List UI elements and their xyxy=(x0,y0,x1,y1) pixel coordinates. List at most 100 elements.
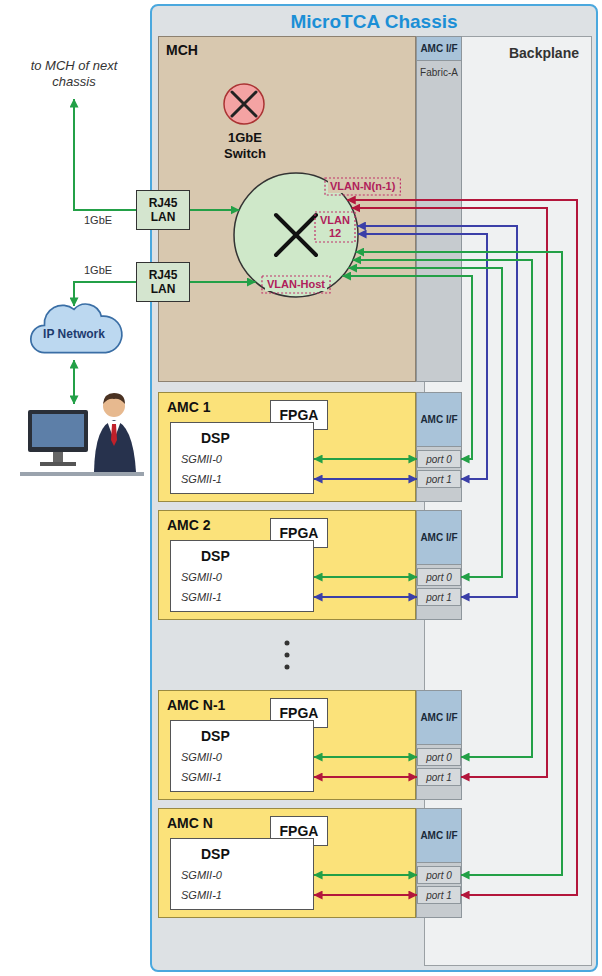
node-label: SGMII-1 xyxy=(171,885,313,905)
dsp-chip: DSPSGMII-0SGMII-1 xyxy=(170,720,314,792)
dsp-chip: DSPSGMII-0SGMII-1 xyxy=(170,540,314,612)
node-label: port 0 xyxy=(426,572,452,583)
vlan-name: VLAN-Host xyxy=(265,278,327,291)
node-label: IP Network xyxy=(43,327,105,341)
label-anchor: VLAN 12 xyxy=(318,214,352,240)
destination-note: to MCH of next chassis xyxy=(22,58,126,90)
node-label: DSP xyxy=(171,541,313,567)
port-cell: port 1 xyxy=(417,886,461,904)
switch-cross xyxy=(276,215,316,255)
node-label: FPGA xyxy=(280,823,319,839)
port-cell: port 1 xyxy=(417,588,461,606)
link-wire xyxy=(190,281,256,283)
node-label: RJ45 LAN xyxy=(137,268,189,296)
link-wire xyxy=(190,209,239,211)
user-link-wire xyxy=(73,360,75,404)
port-cell: port 0 xyxy=(417,568,461,586)
node-label: DSP xyxy=(171,721,313,747)
node-label: DSP xyxy=(171,423,313,449)
node-label: SGMII-0 xyxy=(171,747,313,767)
label-anchor: to MCH of next chassis xyxy=(22,58,126,90)
node-label: SGMII-1 xyxy=(171,587,313,607)
link-wire xyxy=(352,208,547,777)
dsp-chip: DSPSGMII-0SGMII-1 xyxy=(170,422,314,494)
ethernet-switch: 1GbE Switch xyxy=(200,128,360,298)
node-label: AMC I/F xyxy=(417,393,461,447)
amc-interface: AMC I/F port 0 port 1 xyxy=(416,690,462,800)
node-label: port 1 xyxy=(426,772,452,783)
node-label: port 1 xyxy=(426,592,452,603)
label-anchor: VLAN-Host xyxy=(258,278,334,291)
node-label: RJ45 LAN xyxy=(137,196,189,224)
port-cell: port 1 xyxy=(417,768,461,786)
node-label: SGMII-0 xyxy=(171,865,313,885)
label-anchor: 1GbE xyxy=(84,214,124,226)
node-label: SGMII-0 xyxy=(171,567,313,587)
uplink-wire xyxy=(74,99,136,210)
node-label: FPGA xyxy=(280,407,319,423)
link-speed: 1GbE xyxy=(84,264,112,276)
link-wire xyxy=(314,596,417,598)
user-at-computer xyxy=(20,393,144,476)
node-label: AMC I/F xyxy=(417,511,461,565)
link-wire xyxy=(314,776,417,778)
node-label: Fabric-A xyxy=(417,61,461,78)
link-wire xyxy=(74,282,136,306)
amc-interface: AMC I/F port 0 port 1 xyxy=(416,510,462,620)
link-wire xyxy=(343,276,472,459)
link-wire xyxy=(314,756,417,758)
port-cell: port 0 xyxy=(417,450,461,468)
link-wire xyxy=(353,260,532,757)
network-cloud: IP Network xyxy=(24,298,124,364)
rj45-port: RJ45 LAN xyxy=(136,190,190,230)
link-wire xyxy=(314,576,417,578)
link-wire xyxy=(314,458,417,460)
vlan-outline xyxy=(325,178,400,195)
link-wire xyxy=(357,226,517,597)
dsp-chip: DSPSGMII-0SGMII-1 xyxy=(170,838,314,910)
chassis-frame: MicroTCA ChassisBackplaneMCHRJ45 LANRJ45… xyxy=(150,4,598,972)
crossbar-symbol xyxy=(224,84,264,124)
vlan-outline xyxy=(315,212,355,242)
node-label: DSP xyxy=(171,839,313,865)
link-wire xyxy=(358,234,487,479)
node-label: port 0 xyxy=(426,752,452,763)
vlan-name: VLAN-N(n-1) xyxy=(328,180,397,193)
node-label: port 0 xyxy=(426,454,452,465)
node-label: port 0 xyxy=(426,870,452,881)
node-label: port 1 xyxy=(426,474,452,485)
node-label: AMC I/F xyxy=(417,691,461,745)
amc-module: AMC N-1FPGADSPSGMII-0SGMII-1AMC I/Fport … xyxy=(158,690,416,800)
node-label: SGMII-1 xyxy=(171,469,313,489)
node-label: MCH xyxy=(159,37,415,63)
link-wire xyxy=(314,478,417,480)
node-label: SGMII-0 xyxy=(171,449,313,469)
node-label: FPGA xyxy=(280,705,319,721)
switch-circle xyxy=(200,128,360,298)
link-wire xyxy=(356,252,562,875)
node-label: MicroTCA Chassis xyxy=(152,6,596,33)
label-anchor: VLAN-N(n-1) xyxy=(328,180,408,193)
vlan-name: VLAN 12 xyxy=(318,214,352,240)
node-label: AMC I/F xyxy=(417,809,461,863)
node-label: FPGA xyxy=(280,525,319,541)
amc-module: AMC NFPGADSPSGMII-0SGMII-1AMC I/Fport 0p… xyxy=(158,808,416,918)
amc-interface: AMC I/F port 0 port 1 xyxy=(416,392,462,502)
link-wire xyxy=(347,200,577,895)
amc-module: AMC 2FPGADSPSGMII-0SGMII-1AMC I/Fport 0p… xyxy=(158,510,416,620)
link-wire xyxy=(314,894,417,896)
port-cell: port 1 xyxy=(417,470,461,488)
link-wire xyxy=(314,874,417,876)
port-cell: port 0 xyxy=(417,748,461,766)
link-wire xyxy=(348,268,502,577)
node-label: port 1 xyxy=(426,890,452,901)
port-cell: port 0 xyxy=(417,866,461,884)
node-label: 1GbE Switch xyxy=(214,128,276,162)
label-anchor: 1GbE xyxy=(84,264,124,276)
amc-module: AMC 1FPGADSPSGMII-0SGMII-1AMC I/Fport 0p… xyxy=(158,392,416,502)
vlan-outline xyxy=(262,276,330,293)
node-label: AMC I/F xyxy=(417,37,461,61)
amc-interface: AMC I/F port 0 port 1 xyxy=(416,808,462,918)
